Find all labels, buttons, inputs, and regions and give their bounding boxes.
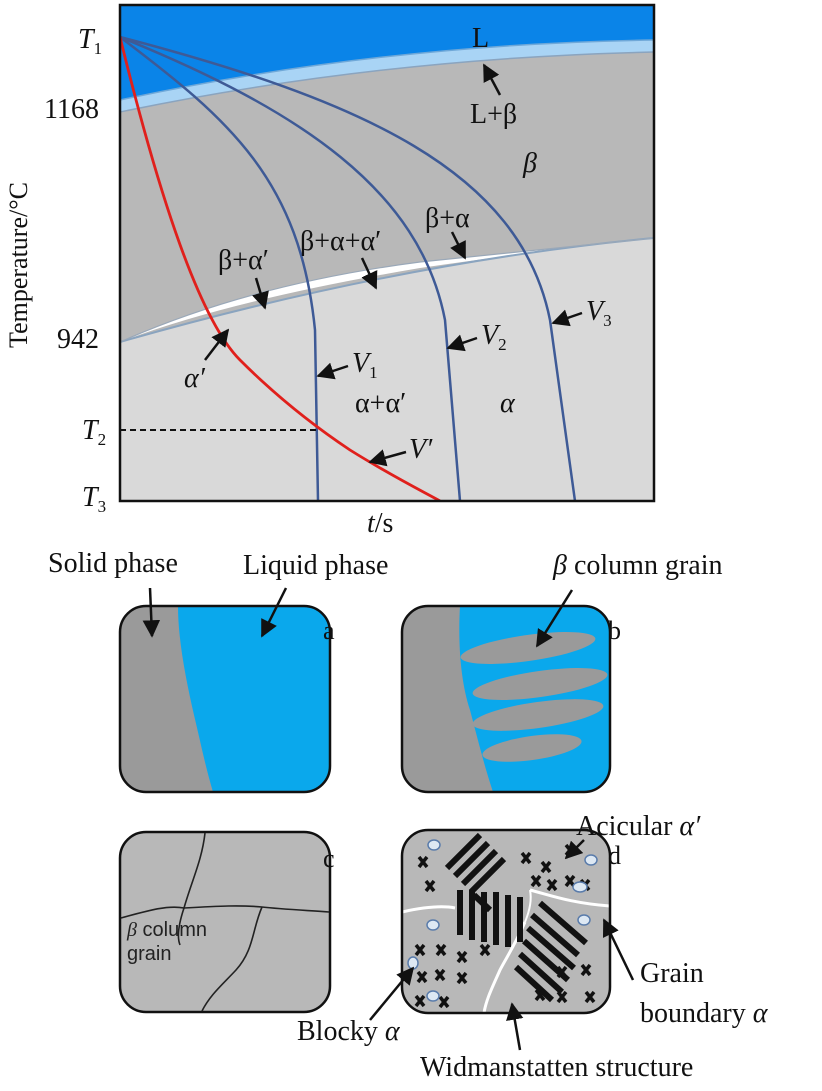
phase-regions — [120, 5, 654, 501]
solid-region-b — [402, 606, 493, 792]
grain-boundary-d-1 — [402, 905, 456, 914]
arrow-liquid-beta — [482, 63, 502, 96]
region-liquid: L — [472, 23, 490, 54]
tick-t1: T1 — [78, 24, 103, 58]
region-alphaprime: α′ — [184, 363, 205, 394]
liquid-boundary — [120, 39, 654, 101]
panel-b-label: b — [608, 616, 621, 645]
arrow-v1 — [316, 362, 349, 380]
grain-boundary-d-2 — [529, 888, 610, 908]
beta-grain-3 — [472, 699, 604, 731]
region-beta-alpha-alphaprime: β+α+α′ — [300, 226, 382, 257]
beta-grain-4 — [482, 734, 582, 762]
label-vprime: V′ — [409, 434, 433, 465]
solidus-boundary — [120, 51, 654, 113]
tick-1168: 1168 — [44, 94, 99, 125]
arrow-grain-boundary-alpha — [602, 918, 635, 981]
label-v1: V1 — [352, 348, 378, 382]
grain-boundary-d-3 — [482, 921, 527, 1013]
arrow-beta-column-grain — [535, 589, 574, 648]
label-v2: V2 — [481, 320, 507, 354]
region-beta: β — [523, 148, 537, 179]
c-grain-label-1: β column — [127, 919, 207, 941]
liquid-beta-band — [120, 40, 654, 112]
beta-transus-lower — [120, 237, 654, 343]
diagram-frame — [118, 3, 656, 503]
arrow-liquid-phase — [260, 587, 288, 638]
arrow-solid-phase — [142, 587, 161, 638]
grain-boundary-d-4 — [524, 889, 532, 923]
label-liquid-phase: Liquid phase — [243, 550, 389, 581]
grain-boundary-c-3 — [201, 906, 263, 1012]
label-solid-phase: Solid phase — [48, 548, 178, 579]
blocky-alpha-blobs — [407, 839, 598, 1002]
cooling-curve-v1 — [120, 36, 320, 501]
label-blocky-alpha: Blocky α — [297, 1016, 400, 1047]
arrow-beta-alpha — [450, 231, 467, 260]
liquid-region — [120, 5, 654, 100]
label-v3: V3 — [586, 296, 612, 330]
panel-a-label: a — [323, 616, 335, 645]
grain-boundary-c-2 — [120, 905, 330, 919]
panel-a-frame — [118, 604, 332, 794]
region-beta-alphaprime: β+α′ — [218, 245, 269, 276]
widmanstatten-colony-3 — [513, 900, 588, 1003]
label-grain-boundary-2: boundary α — [640, 998, 768, 1029]
arrow-acicular — [564, 839, 585, 860]
label-widmanstatten: Widmanstatten structure — [420, 1052, 694, 1083]
arrow-vprime — [368, 449, 407, 467]
beta-grain-2 — [472, 668, 608, 700]
arrow-beta-alphaprime — [252, 277, 269, 310]
arrow-blocky-alpha — [369, 966, 415, 1021]
beta-grain-1 — [460, 632, 596, 664]
cooling-curve-v3 — [120, 35, 577, 501]
beta-region — [120, 5, 654, 342]
panel-c-label: c — [323, 844, 335, 873]
solid-region-a — [120, 606, 213, 792]
panel-b-frame — [400, 604, 612, 794]
arrow-widmanstatten — [506, 1002, 524, 1051]
widmanstatten-colony-2 — [457, 890, 523, 947]
region-liquid-beta: L+β — [470, 99, 518, 130]
label-beta-column-grain: β column grain — [553, 550, 723, 581]
panel-d-label: d — [608, 841, 621, 870]
arrow-v2 — [446, 334, 478, 352]
y-axis-label: Temperature/°C — [4, 182, 33, 348]
cooling-curve-v2 — [120, 35, 462, 501]
tick-t2: T2 — [82, 415, 107, 449]
tick-942: 942 — [57, 324, 99, 355]
cooling-curve-vprime — [120, 36, 441, 501]
arrow-alphaprime — [204, 328, 230, 361]
region-alpha: α — [500, 388, 515, 419]
x-axis-label: t/s — [367, 508, 394, 539]
panel-d-content — [402, 830, 610, 1013]
c-grain-label-2: grain — [127, 943, 172, 965]
panel-c-frame — [118, 830, 332, 1014]
label-grain-boundary-1: Grain — [640, 958, 704, 989]
panel-b-content — [402, 606, 610, 792]
arrow-v3 — [551, 309, 583, 327]
region-beta-alpha: β+α — [425, 203, 470, 234]
tick-t3: T3 — [82, 482, 107, 516]
region-alpha-alphaprime: α+α′ — [355, 388, 407, 419]
arrow-beta-alpha-alphaprime — [360, 257, 378, 290]
label-acicular: Acicular α′ — [576, 811, 701, 842]
